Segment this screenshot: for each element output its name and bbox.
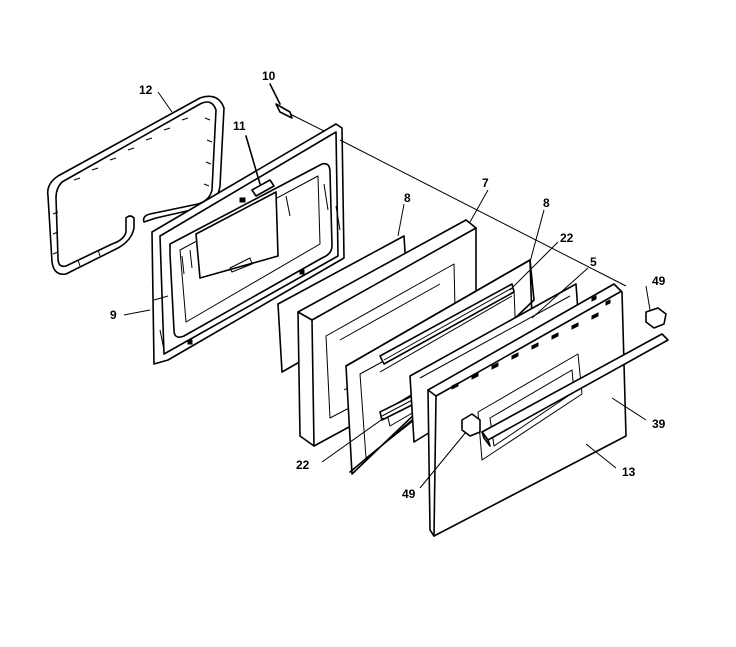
label-part-8-insulation: 8: [404, 191, 411, 205]
assembly-lines: [339, 139, 627, 287]
part-11-clip: [245, 135, 275, 197]
label-part-12: 12: [139, 83, 153, 97]
part-49-endcap-right: [645, 307, 667, 329]
label-part-8-frame: 8: [543, 196, 550, 210]
label-part-5: 5: [590, 255, 597, 269]
label-part-49-right: 49: [652, 274, 666, 288]
part-39-handle: [481, 333, 669, 447]
label-part-11: 11: [233, 119, 246, 133]
label-part-22-lower: 22: [296, 458, 310, 472]
leader-lines: [123, 91, 651, 489]
part-22-channel-upper: [379, 283, 515, 365]
part-12-gasket: [46, 95, 225, 276]
label-part-9: 9: [110, 308, 117, 322]
part-49-endcap-left: [461, 413, 481, 437]
label-part-13: 13: [622, 465, 636, 479]
label-part-7: 7: [482, 176, 489, 190]
part-labels: 12 10 11 7 8 8 22 5 49 9 39 22 13 49: [110, 69, 666, 501]
label-part-49-left: 49: [402, 487, 416, 501]
part-9-inner-frame: [151, 123, 345, 365]
label-part-22-upper: 22: [560, 231, 574, 245]
label-part-10: 10: [262, 69, 276, 83]
label-part-39: 39: [652, 417, 666, 431]
